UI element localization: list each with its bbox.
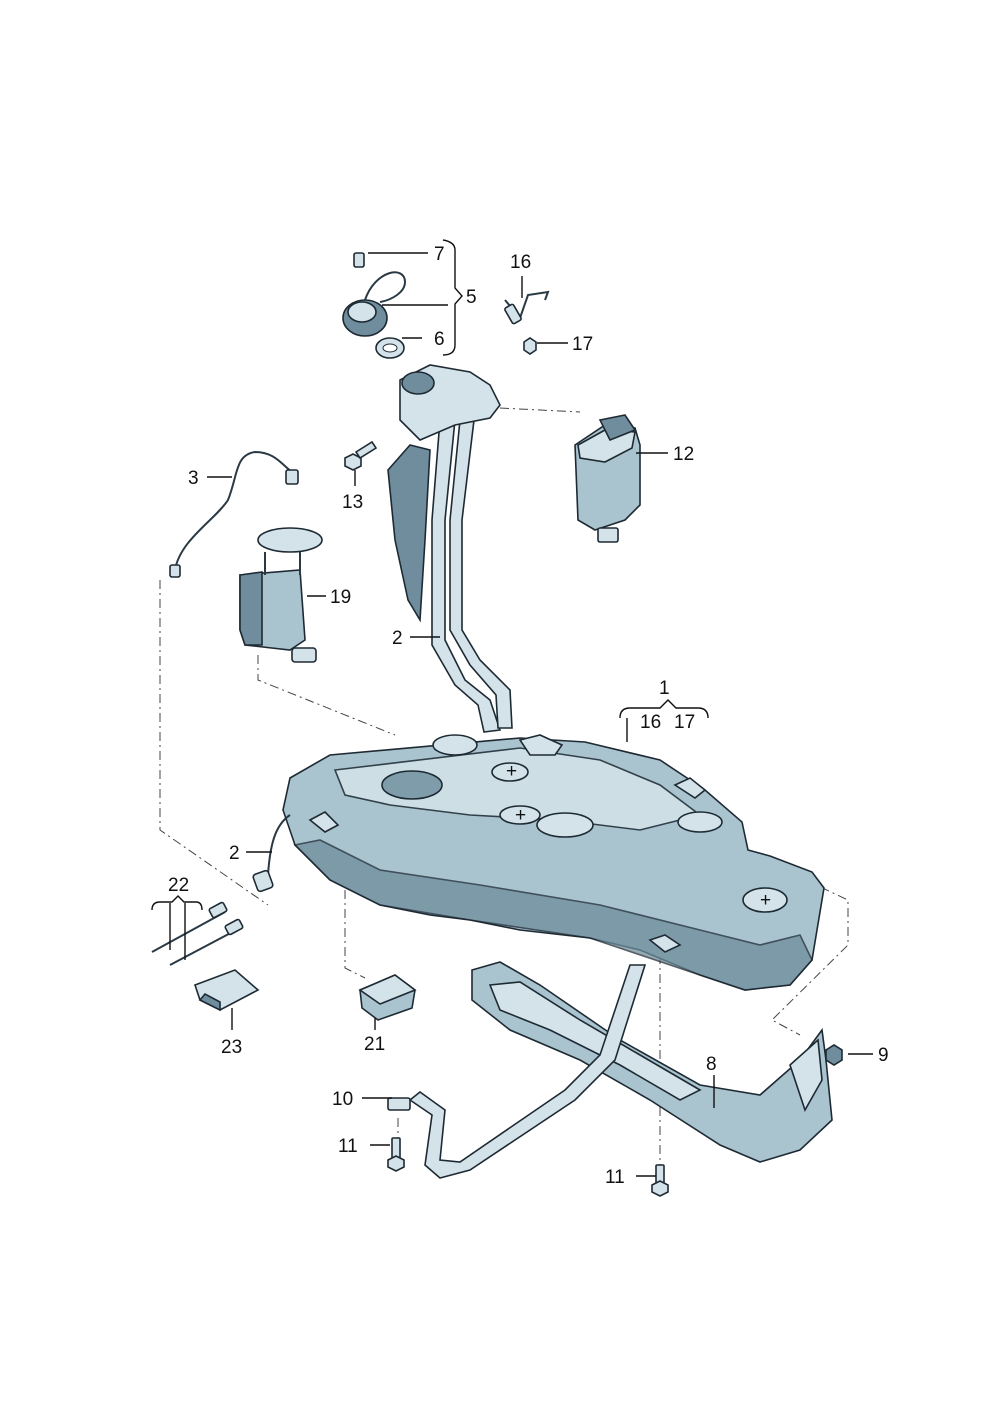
callout-2-upper: 2 <box>392 628 403 649</box>
callout-9: 9 <box>878 1045 889 1066</box>
seal-ring[interactable] <box>375 337 405 359</box>
callout-23: 23 <box>221 1037 242 1058</box>
bolt-13[interactable] <box>344 440 378 471</box>
svg-text:+: + <box>506 761 517 782</box>
callout-2-lower: 2 <box>229 843 240 864</box>
leader-lines <box>151 239 873 1177</box>
callout-6: 6 <box>434 329 445 350</box>
filler-neck-pipes[interactable] <box>387 419 513 733</box>
callout-11-right: 11 <box>605 1167 625 1188</box>
callout-12: 12 <box>673 444 694 465</box>
svg-text:+: + <box>760 890 771 911</box>
filler-head[interactable] <box>399 364 501 441</box>
callout-22: 22 <box>168 875 189 896</box>
callout-17-tank: 17 <box>674 712 695 733</box>
callout-17-top: 17 <box>572 334 593 355</box>
vent-line[interactable] <box>504 290 550 325</box>
callout-13: 13 <box>342 492 363 513</box>
fuel-cap[interactable] <box>342 271 407 337</box>
charcoal-canister[interactable] <box>574 414 641 543</box>
tensioning-strap[interactable] <box>387 964 647 1179</box>
fuel-lines-22[interactable] <box>151 901 244 966</box>
callout-5: 5 <box>466 287 477 308</box>
callout-8: 8 <box>706 1054 717 1075</box>
return-line[interactable] <box>252 814 291 893</box>
callout-19: 19 <box>330 587 351 608</box>
connector-housing-23[interactable] <box>193 969 260 1012</box>
callout-10: 10 <box>332 1089 353 1110</box>
callout-3: 3 <box>188 468 199 489</box>
hex-nut-9[interactable] <box>825 1044 843 1066</box>
heat-shield[interactable] <box>471 961 833 1163</box>
bolt-11-right[interactable] <box>651 1164 669 1197</box>
clip[interactable] <box>353 252 365 268</box>
callout-labels: 1 2 2 3 5 6 7 8 9 10 11 11 12 13 16 16 1… <box>168 244 889 1188</box>
bolt-11-left[interactable] <box>387 1137 405 1172</box>
plug-connector-21[interactable] <box>358 974 417 1021</box>
supply-line[interactable] <box>169 450 299 578</box>
svg-text:+: + <box>515 805 526 826</box>
fuel-pump-module[interactable] <box>239 527 323 663</box>
callout-11-left: 11 <box>338 1136 358 1157</box>
fuel-tank[interactable]: + + + <box>282 734 825 991</box>
callout-1: 1 <box>659 678 670 699</box>
callout-7: 7 <box>434 244 445 265</box>
callout-16-top: 16 <box>510 252 531 273</box>
callout-21: 21 <box>364 1034 385 1055</box>
hex-nut-17[interactable] <box>523 337 537 355</box>
callout-16-tank: 16 <box>640 712 661 733</box>
